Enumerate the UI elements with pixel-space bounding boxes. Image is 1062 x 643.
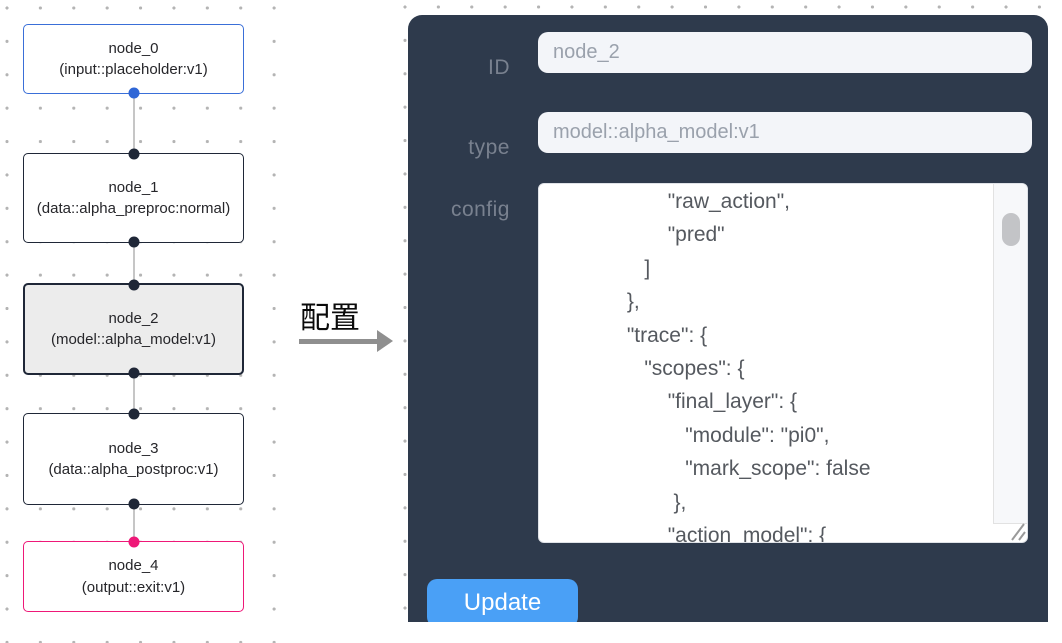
node-output-handle[interactable] [128, 236, 139, 248]
flow-node-node_4[interactable]: node_4(output::exit:v1) [23, 536, 244, 612]
node-config-panel: ID type config "raw_action", "pred" ] },… [408, 15, 1048, 622]
node-type-label: (model::alpha_model:v1) [50, 331, 217, 348]
node-type-label: (data::alpha_preproc:normal) [36, 200, 231, 217]
config-arrow [299, 339, 379, 344]
id-field-input[interactable] [538, 32, 1032, 73]
node-title: node_0 [108, 39, 159, 57]
update-button[interactable]: Update [427, 579, 578, 622]
config-scrollbar-track[interactable] [993, 184, 1027, 524]
flow-edge [132, 505, 135, 541]
config-field-label: config [450, 198, 510, 221]
node-output-handle[interactable] [128, 87, 139, 99]
type-field-input[interactable] [538, 112, 1032, 153]
config-textarea[interactable]: "raw_action", "pred" ] }, "trace": { "sc… [538, 183, 1028, 543]
node-title: node_1 [108, 178, 159, 196]
node-input-handle[interactable] [128, 279, 139, 291]
flow-node-node_3[interactable]: node_3(data::alpha_postproc:v1) [23, 408, 244, 510]
flow-edge [132, 94, 135, 153]
flow-node-node_1[interactable]: node_1(data::alpha_preproc:normal) [23, 148, 244, 248]
node-input-handle[interactable] [128, 536, 139, 548]
type-field-label: type [468, 136, 510, 159]
flow-edge [132, 243, 135, 283]
node-output-handle[interactable] [128, 498, 139, 510]
node-output-handle[interactable] [128, 367, 139, 379]
node-title: node_2 [108, 309, 159, 327]
config-json-text[interactable]: "raw_action", "pred" ] }, "trace": { "sc… [626, 190, 871, 543]
node-title: node_3 [108, 439, 159, 457]
node-type-label: (output::exit:v1) [81, 578, 186, 596]
flow-edge [132, 375, 135, 413]
config-scrollbar-thumb[interactable] [1002, 213, 1020, 246]
flow-node-node_2[interactable]: node_2(model::alpha_model:v1) [23, 279, 244, 379]
id-field-label: ID [488, 56, 510, 79]
flow-node-node_0[interactable]: node_0(input::placeholder:v1) [23, 24, 244, 99]
node-type-label: (input::placeholder:v1) [59, 61, 208, 78]
config-arrow-head-icon [377, 330, 393, 352]
node-input-handle[interactable] [128, 148, 139, 160]
node-input-handle[interactable] [128, 408, 139, 420]
node-title: node_4 [108, 557, 159, 574]
resize-handle-icon[interactable] [1004, 521, 1026, 541]
config-arrow-label: 配置 [300, 302, 360, 335]
node-type-label: (data::alpha_postproc:v1) [48, 461, 219, 478]
